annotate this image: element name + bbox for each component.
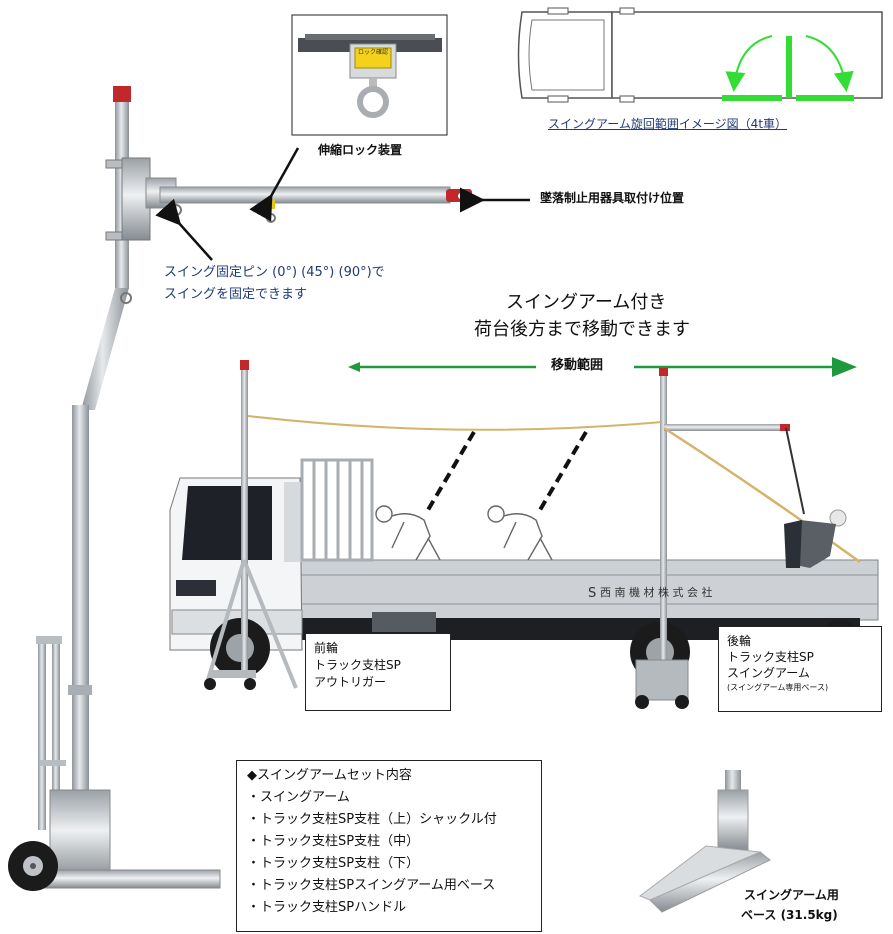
rear-box-line4: (スイングアーム専用ベース) xyxy=(727,683,829,692)
rear-box-line2: トラック支柱SP xyxy=(727,650,814,664)
rear-box-line1: 後輪 xyxy=(727,634,752,648)
lock-device-pointer xyxy=(249,147,300,222)
worker-sketch-figure xyxy=(375,505,553,561)
swing-pin-pointer xyxy=(155,198,213,261)
swing-pin-label-line1: スイング固定ピン (0°) (45°) (90°)で xyxy=(164,265,385,280)
rotation-diagram xyxy=(517,7,883,103)
lock-tag-text: ロック確認 xyxy=(357,49,388,56)
set-contents-item: ・トラック支柱SP支柱（下） xyxy=(247,856,420,871)
truck-company-text: S xyxy=(588,586,596,601)
move-range-arrow xyxy=(348,357,857,377)
rear-box-line3: スイングアーム xyxy=(727,666,810,680)
set-contents-item: ・トラック支柱SPハンドル xyxy=(247,900,407,915)
pole-red-cap xyxy=(113,86,131,102)
swing-arm-pole-photo xyxy=(8,86,472,891)
headline-line1: スイングアーム付き xyxy=(506,292,667,313)
front-wheel-info-box: 前輪 トラック支柱SP アウトリガー xyxy=(305,633,451,711)
truck-company-label: 西 南 機 材 株 式 会 社 xyxy=(600,586,713,599)
swing-arm-center-bar xyxy=(786,36,792,98)
lock-device-label: 伸縮ロック装置 xyxy=(318,143,403,157)
set-contents-item: ・スイングアーム xyxy=(247,790,350,805)
headline-line2: 荷台後方まで移動できます xyxy=(474,319,690,340)
set-contents-item: ・トラック支柱SP支柱（上）シャックル付 xyxy=(247,812,497,827)
base-caption-line1: スイングアーム用 xyxy=(744,888,839,902)
lock-device-photo xyxy=(291,14,448,136)
set-contents-item: ・トラック支柱SPスイングアーム用ベース xyxy=(247,878,496,893)
front-box-line3: アウトリガー xyxy=(314,675,387,689)
front-box-line1: 前輪 xyxy=(314,641,339,655)
swing-pin-label-line2: スイングを固定できます xyxy=(164,287,308,302)
swing-arm-base-photo xyxy=(638,770,771,913)
front-box-line2: トラック支柱SP xyxy=(314,658,401,672)
fall-arrest-position-label: 墜落制止用器具取付け位置 xyxy=(540,191,685,205)
rotation-diagram-caption: スイングアーム旋回範囲イメージ図（4t車） xyxy=(548,117,788,131)
move-range-label: 移動範囲 xyxy=(547,357,608,374)
set-contents-item: ・トラック支柱SP支柱（中） xyxy=(247,834,420,849)
truck-photo: S xyxy=(169,360,879,709)
set-contents-title: ◆スイングアームセット内容 xyxy=(247,768,412,783)
base-caption-line2: ベース (31.5kg) xyxy=(741,908,838,922)
rear-wheel-info-box: 後輪 トラック支柱SP スイングアーム (スイングアーム専用ベース) xyxy=(718,626,882,712)
set-contents-box: ◆スイングアームセット内容 ・スイングアーム ・トラック支柱SP支柱（上）シャッ… xyxy=(236,760,542,932)
worker-figure xyxy=(784,509,847,568)
